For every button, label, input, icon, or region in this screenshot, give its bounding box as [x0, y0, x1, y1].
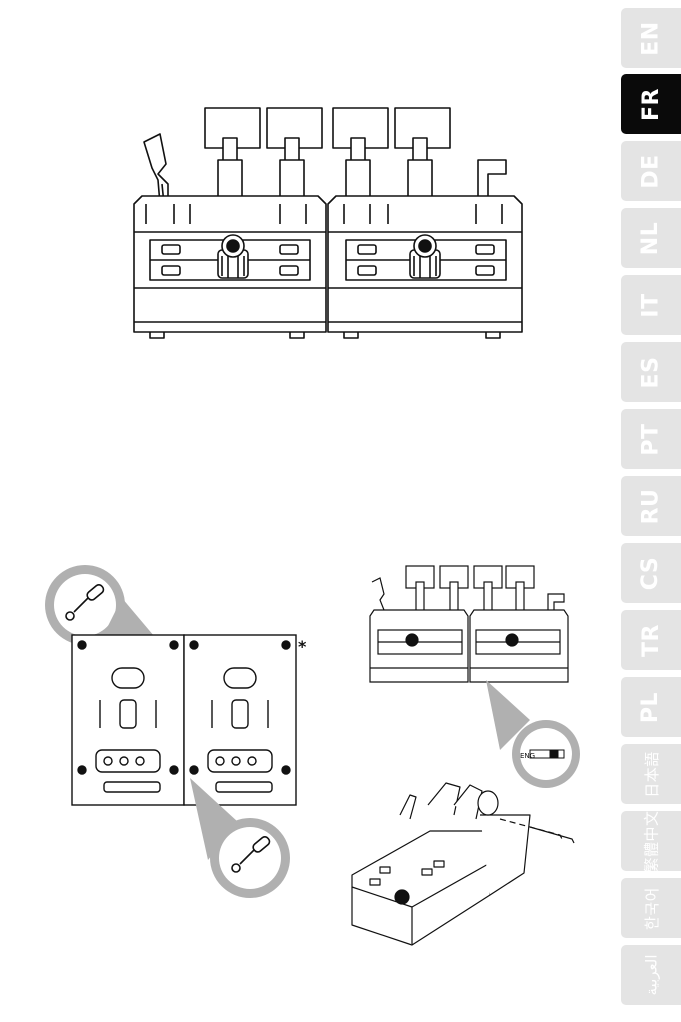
- tab-lang-it[interactable]: IT: [621, 275, 681, 335]
- tab-label: العربية: [642, 955, 660, 996]
- tab-label: FR: [639, 88, 664, 121]
- tab-lang-fr[interactable]: FR: [621, 74, 681, 134]
- tab-lang-ar[interactable]: العربية: [621, 945, 681, 1005]
- tab-lang-zh[interactable]: 繁體中文: [621, 811, 681, 871]
- tab-label: ES: [639, 356, 664, 388]
- tab-label: EN: [638, 21, 663, 55]
- throttle-pair-illustration: [130, 100, 530, 340]
- tab-lang-ru[interactable]: RU: [621, 476, 681, 536]
- baseplates-screw-illustration: *: [40, 560, 320, 900]
- tab-label: NL: [639, 221, 664, 254]
- baseplate-asterisk: *: [298, 637, 307, 656]
- tab-label: 한국어: [641, 887, 662, 930]
- tab-lang-pt[interactable]: PT: [621, 409, 681, 469]
- tab-lang-cs[interactable]: CS: [621, 543, 681, 603]
- tab-label: 日本語: [640, 751, 661, 798]
- tab-label: PT: [638, 423, 663, 455]
- switch-label: ENG: [520, 752, 535, 760]
- tab-lang-ja[interactable]: 日本語: [621, 744, 681, 804]
- tab-lang-nl[interactable]: NL: [621, 208, 681, 268]
- tab-label: DE: [638, 154, 663, 188]
- tab-lang-pl[interactable]: PL: [621, 677, 681, 737]
- tab-lang-tr[interactable]: TR: [621, 610, 681, 670]
- tab-lang-de[interactable]: DE: [621, 141, 681, 201]
- tab-lang-en[interactable]: EN: [621, 8, 681, 68]
- tab-lang-ko[interactable]: 한국어: [621, 878, 681, 938]
- tab-label: RU: [639, 488, 664, 524]
- throttle-pair-switch-illustration: ENG: [360, 560, 590, 790]
- tab-label: IT: [638, 293, 663, 317]
- throttle-pin-illustration: [350, 775, 590, 950]
- tab-label: CS: [639, 556, 664, 589]
- tab-label: TR: [638, 624, 663, 657]
- tab-lang-es[interactable]: ES: [621, 342, 681, 402]
- tab-label: 繁體中文: [641, 810, 662, 872]
- tab-label: PL: [639, 691, 664, 722]
